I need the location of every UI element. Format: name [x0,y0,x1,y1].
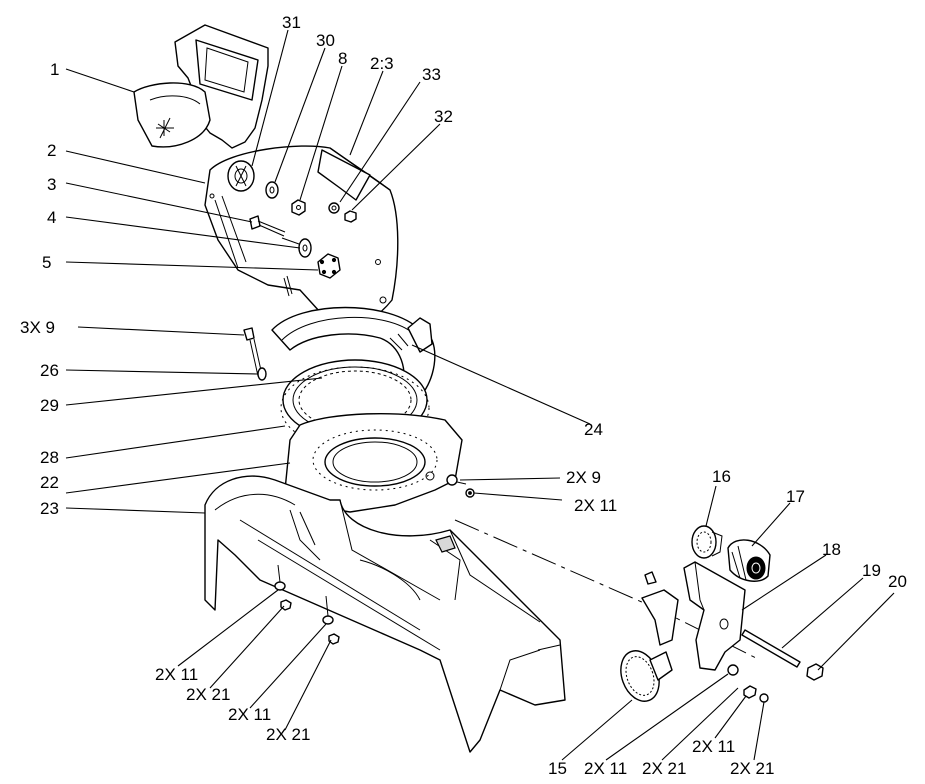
callout-labels: 1 31 30 8 2:3 33 32 2 3 4 5 3X 9 26 29 2… [20,13,907,778]
callout-24: 24 [584,420,603,439]
part-15-drive-gear [620,650,673,702]
part-16-small-gear [691,525,723,559]
callout-31: 31 [282,13,301,32]
callout-2x11-e: 2X 11 [692,737,735,756]
part-3-bolt [249,215,286,237]
deflector-cross-mark [156,117,174,139]
callout-28: 28 [40,448,59,467]
callout-2x11-b: 2X 11 [155,665,198,684]
callout-2x21-c: 2X 21 [642,759,686,778]
callout-22: 22 [40,473,59,492]
callout-3x9: 3X 9 [20,318,55,337]
callout-18: 18 [822,540,841,559]
callout-2x21-a: 2X 21 [186,685,230,704]
callout-29: 29 [40,396,59,415]
callout-2: 2 [47,141,56,160]
part-26-washer [257,367,267,381]
part-23-auger-housing [204,475,566,753]
callout-5: 5 [42,253,51,272]
part-2-3-label-plate [317,149,371,201]
part-22-base-plate [284,413,463,513]
callout-33: 33 [422,65,441,84]
part-19-shaft [741,629,801,668]
part-18-bracket [641,561,746,671]
callout-32: 32 [434,107,453,126]
part-1-chute-deflector [133,24,269,149]
part-31-gear [227,160,255,192]
part-8-nut [291,199,306,216]
callout-3: 3 [47,175,56,194]
callout-8: 8 [338,49,347,68]
callout-20: 20 [888,572,907,591]
part-4-washer [281,237,312,258]
part-9-bolts [243,327,263,377]
leader-lines [65,29,895,761]
callout-1: 1 [50,60,59,79]
callout-2x21-b: 2X 21 [266,725,310,744]
callout-16: 16 [712,467,731,486]
bracket-washers-nuts [727,664,769,703]
callout-2x11-c: 2X 11 [228,705,271,724]
callout-30: 30 [316,31,335,50]
callout-17: 17 [786,487,805,506]
callout-2x9: 2X 9 [566,468,601,487]
callout-2x11-a: 2X 11 [574,496,617,515]
part-32-nut [344,210,357,223]
callout-2x21-d: 2X 21 [730,759,774,778]
callout-2x11-d: 2X 11 [584,759,627,778]
callout-26: 26 [40,361,59,380]
callout-19: 19 [862,561,881,580]
part-20-bolt [806,663,824,681]
callout-2-3: 2:3 [370,54,394,73]
side-bolt-washer [446,474,475,498]
part-30-washer [265,181,279,199]
callout-23: 23 [40,499,59,518]
callout-15: 15 [548,759,567,778]
housing-washers-nuts [274,564,340,645]
part-5-knob [317,253,341,279]
part-33-washer [328,202,340,214]
part-17-pulley [727,539,771,582]
callout-4: 4 [47,208,56,227]
